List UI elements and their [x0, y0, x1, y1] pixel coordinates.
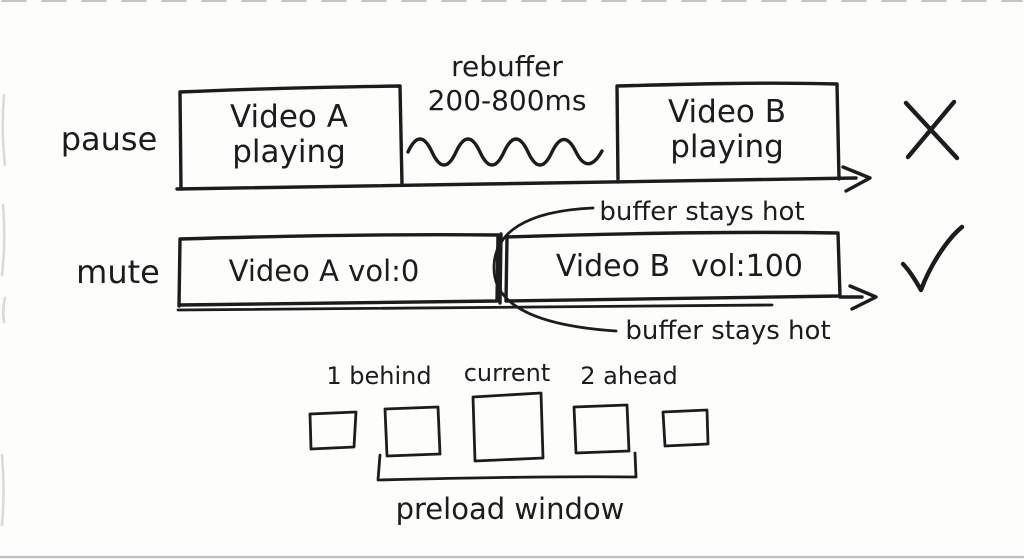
label-one-behind: 1 behind [326, 362, 431, 390]
mute-video-a-box [177, 233, 500, 308]
mute-row-label: mute [76, 253, 160, 291]
buffer-annotation-bottom: buffer stays hot [625, 316, 830, 346]
mute-video-b-title: Video B [556, 249, 670, 284]
preload-slot-box-current [471, 391, 545, 463]
left-edge-smudge [0, 93, 7, 527]
preload-slot-box-2 [383, 405, 442, 458]
pause-video-b-box [615, 81, 841, 184]
preload-window-label: preload window [396, 492, 625, 526]
buffer-annotation-top: buffer stays hot [599, 197, 804, 227]
mute-row: mute Video A vol:0 Video B vol:100 buffe… [76, 197, 965, 346]
buffer-annotation-leader-curve [492, 206, 618, 333]
pause-row: pause Video A playing rebuffer 200-800ms… [61, 50, 960, 193]
label-current: current [464, 359, 551, 387]
preload-slot-box-5 [661, 408, 710, 448]
label-two-ahead: 2 ahead [580, 362, 678, 390]
rebuffer-wave-icon [406, 137, 604, 167]
check-mark-icon [900, 224, 965, 293]
pause-video-a-box [178, 84, 404, 191]
mute-video-b-volume: vol:100 [691, 249, 803, 284]
preload-row: 1 behind current 2 ahead preload window [308, 359, 710, 526]
preload-slot-box-4 [572, 403, 631, 455]
pause-video-b-title: Video B [668, 94, 786, 130]
pause-row-label: pause [61, 120, 158, 158]
preload-slot-box-1 [308, 410, 358, 451]
mute-video-b-box [504, 230, 842, 303]
pause-video-a-title: Video A [230, 99, 348, 135]
pause-timeline-line [175, 176, 858, 191]
pause-timeline-arrowhead-icon [841, 165, 872, 193]
preload-window-bracket [376, 451, 638, 482]
rebuffer-label-line2: 200-800ms [428, 84, 587, 117]
mute-timeline-underline [176, 303, 774, 312]
mute-timeline-arrowhead-icon [848, 284, 878, 311]
pause-video-a-subtitle: playing [232, 134, 346, 170]
rebuffer-label-line1: rebuffer [451, 50, 563, 83]
pause-video-b-subtitle: playing [670, 129, 784, 165]
mute-video-a-title: Video A vol:0 [229, 254, 420, 288]
x-mark-icon [903, 99, 960, 161]
